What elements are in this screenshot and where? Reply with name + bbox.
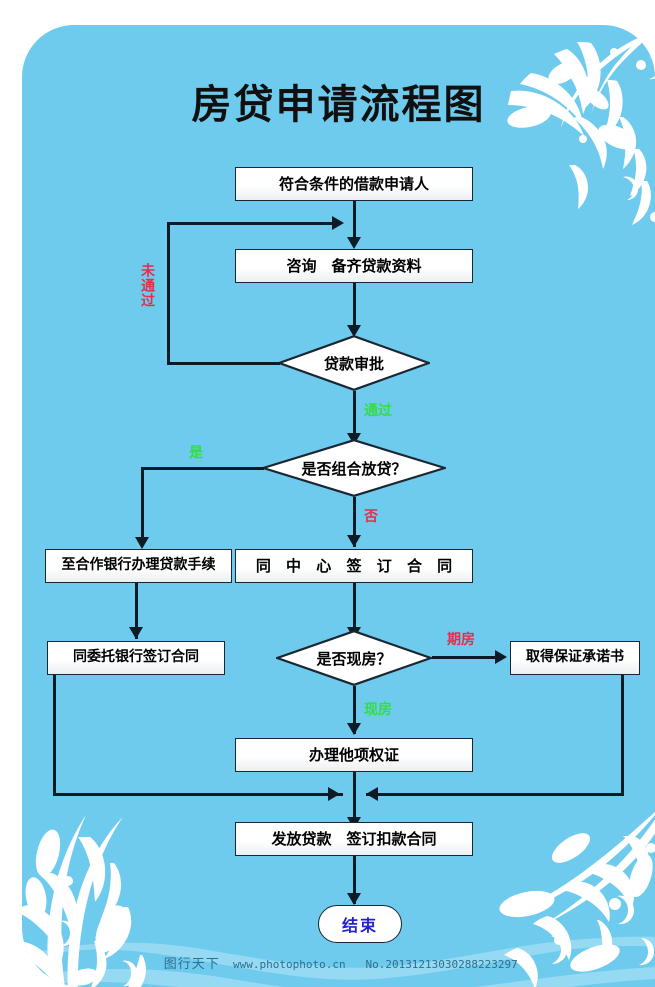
- arrowhead-left-merge-icon: [328, 787, 340, 801]
- connector-ready-house: [353, 686, 356, 734]
- arrowhead-partner-to-trustee-icon: [129, 627, 143, 639]
- connector-no-segment: [353, 497, 356, 547]
- watermark-image-no: No.20131213030288223297: [365, 958, 518, 971]
- watermark-url: www.photophoto.cn: [232, 958, 346, 971]
- connector-trustee-stub: [53, 675, 55, 678]
- connector-applicant-to-consult: [353, 201, 356, 241]
- connector-disburse-to-end: [353, 856, 356, 904]
- edge-label-no: 否: [364, 509, 378, 525]
- edge-label-ready-house: 现房: [364, 702, 392, 718]
- arrowhead-consult-to-approval-icon: [347, 325, 361, 337]
- arrowhead-no-icon: [347, 535, 361, 547]
- connector-other-rights-to-bus: [353, 772, 356, 830]
- node-guarantee[interactable]: 取得保证承诺书: [510, 641, 640, 675]
- connector-reject-segment-top: [167, 222, 335, 225]
- connector-reject-segment-left: [167, 362, 280, 365]
- connector-reject-segment-up: [167, 222, 170, 365]
- node-consult[interactable]: 咨询 备齐贷款资料: [235, 249, 473, 283]
- node-existing-house-decision[interactable]: 是否现房？: [276, 630, 432, 686]
- connector-left-merge-right: [53, 793, 343, 796]
- watermark-spacer: [220, 958, 233, 971]
- node-existing-house-label: 是否现房？: [316, 649, 392, 668]
- watermark-site-cn: 图行天下: [163, 957, 220, 972]
- edge-label-not-passed: 未通过: [139, 263, 155, 308]
- edge-label-passed: 通过: [364, 403, 392, 419]
- connector-left-merge-down: [53, 675, 56, 796]
- footer-watermark: 图行天下 www.photophoto.cn No.20131213030288…: [0, 940, 655, 985]
- edge-label-yes: 是: [189, 445, 203, 461]
- poster-panel: 房贷申请流程图 符合条件的借款申请人 咨询 备齐贷款资料 贷款审批: [22, 25, 655, 987]
- connector-partner-to-trustee: [135, 583, 138, 639]
- flow-diagram: 符合条件的借款申请人 咨询 备齐贷款资料 贷款审批 未通过: [22, 25, 655, 987]
- connector-center-to-existing-house: [353, 583, 356, 639]
- connector-right-merge-down: [621, 675, 624, 796]
- node-approval-decision[interactable]: 贷款审批: [278, 335, 430, 391]
- arrowhead-reject-icon: [332, 216, 344, 230]
- diamond-shape-icon: [278, 335, 430, 391]
- node-other-rights[interactable]: 办理他项权证: [235, 738, 473, 772]
- connector-approval-to-combo: [353, 391, 356, 449]
- watermark-spacer-2: [346, 958, 366, 971]
- connector-consult-to-approval: [353, 283, 356, 329]
- arrowhead-applicant-to-consult-icon: [347, 237, 361, 249]
- node-combo-loan-decision[interactable]: 是否组合放贷？: [262, 439, 446, 497]
- node-end[interactable]: 结束: [318, 905, 402, 943]
- arrowhead-forward-house-icon: [495, 650, 507, 664]
- connector-forward-house: [432, 656, 500, 659]
- node-applicant[interactable]: 符合条件的借款申请人: [235, 167, 473, 201]
- node-partner-bank[interactable]: 至合作银行办理贷款手续: [45, 549, 232, 583]
- arrowhead-disburse-to-end-icon: [347, 893, 361, 905]
- arrowhead-yes-icon: [135, 537, 149, 549]
- arrowhead-ready-house-icon: [347, 723, 361, 735]
- connector-right-merge-left: [366, 793, 624, 796]
- connector-yes-segment-down: [141, 467, 144, 543]
- connector-yes-segment-left: [141, 467, 264, 470]
- arrowhead-right-merge-icon: [366, 787, 378, 801]
- diamond-shape-icon: [262, 439, 446, 497]
- node-trustee-contract[interactable]: 同委托银行签订合同: [47, 641, 225, 675]
- edge-label-forward-house: 期房: [447, 632, 475, 648]
- node-combo-loan-label: 是否组合放贷？: [301, 459, 407, 478]
- node-center-contract[interactable]: 同 中 心 签 订 合 同: [235, 549, 473, 583]
- node-approval-label: 贷款审批: [323, 354, 384, 373]
- page-title: 房贷申请流程图: [191, 82, 486, 128]
- node-disburse[interactable]: 发放贷款 签订扣款合同: [235, 822, 473, 856]
- diamond-shape-icon: [276, 630, 432, 686]
